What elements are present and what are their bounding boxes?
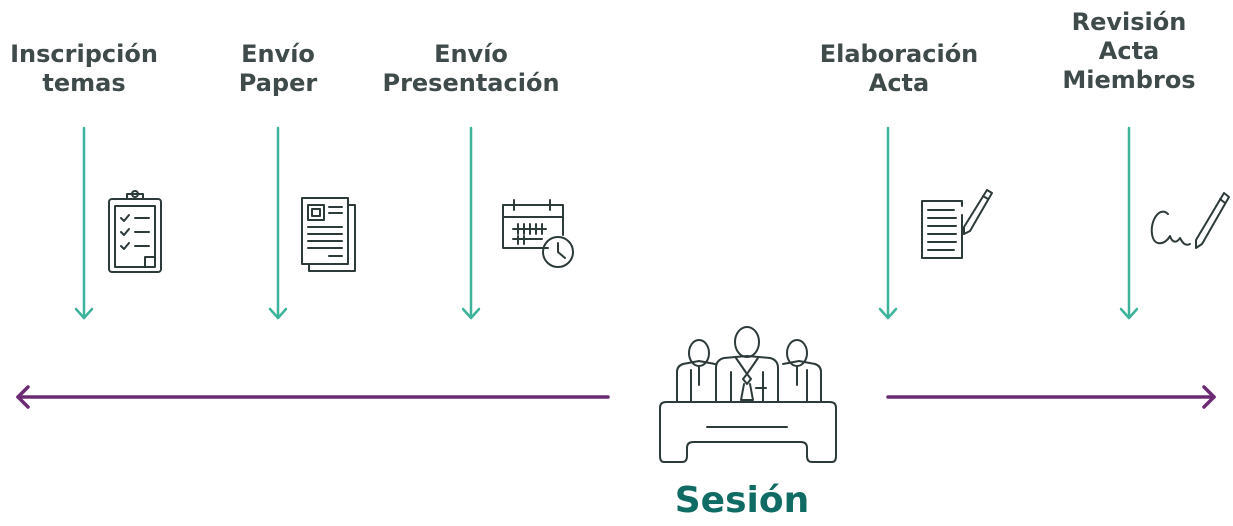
session-title: Sesión	[674, 480, 810, 521]
label-line: Acta	[1098, 37, 1160, 65]
label-line: Envío	[434, 40, 508, 68]
clipboard-checklist-icon	[108, 190, 162, 273]
label-line: Acta	[868, 69, 930, 97]
documents-icon	[301, 197, 356, 272]
step-label-elaboracion: Elaboración Acta	[820, 40, 979, 98]
down-arrow-inscripcion	[74, 126, 94, 320]
label-line: Paper	[238, 69, 318, 97]
timeline-left-arrow	[16, 385, 610, 409]
down-arrow-revision	[1119, 126, 1139, 320]
step-label-revision: Revisión Acta Miembros	[1062, 8, 1195, 95]
step-label-presentacion: Envío Presentación	[382, 40, 559, 98]
down-arrow-paper	[268, 126, 288, 320]
label-line: Miembros	[1062, 66, 1196, 94]
down-arrow-presentacion	[461, 126, 481, 320]
meeting-table-icon	[659, 326, 837, 463]
label-line: Envío	[241, 40, 315, 68]
label-line: Elaboración	[819, 40, 979, 68]
step-label-paper: Envío Paper	[239, 40, 317, 98]
down-arrow-elaboracion	[878, 126, 898, 320]
signature-pen-icon	[1150, 192, 1230, 249]
document-pen-icon	[921, 189, 993, 259]
label-line: temas	[42, 69, 126, 97]
label-line: Revisión	[1071, 8, 1187, 36]
step-label-inscripcion: Inscripción temas	[10, 40, 158, 98]
label-line: Inscripción	[10, 40, 158, 68]
calendar-clock-icon	[502, 199, 574, 268]
timeline-right-arrow	[886, 385, 1216, 409]
label-line: Presentación	[382, 69, 560, 97]
